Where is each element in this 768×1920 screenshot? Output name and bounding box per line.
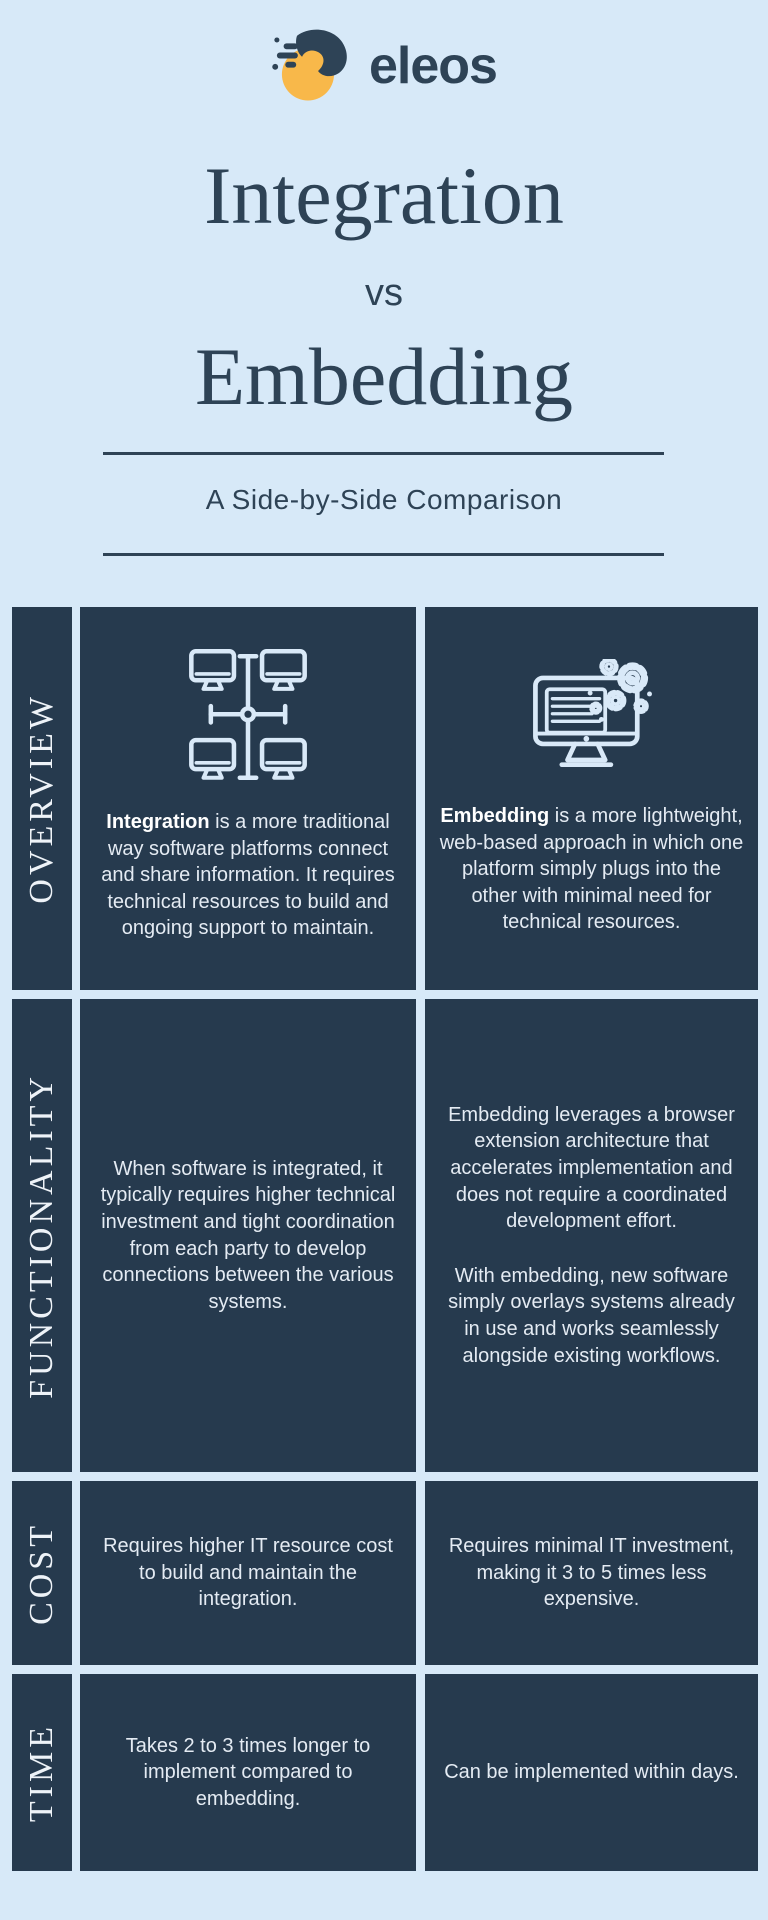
title-integration: Integration: [204, 150, 564, 241]
row-label-overview: OVERVIEW: [12, 607, 72, 990]
cost-integration-text: Requires higher IT resource cost to buil…: [103, 1535, 393, 1611]
time-integration-cell: Takes 2 to 3 times longer to implement c…: [80, 1674, 416, 1871]
row-label-text: TIME: [23, 1722, 60, 1823]
brand-logo: eleos: [0, 24, 768, 108]
table-row-time: TIME Takes 2 to 3 times longer to implem…: [12, 1674, 758, 1871]
functionality-integration-cell: When software is integrated, it typicall…: [80, 999, 416, 1472]
row-label-functionality: FUNCTIONALITY: [12, 999, 72, 1472]
functionality-integration-text: When software is integrated, it typicall…: [100, 1157, 396, 1313]
table-row-functionality: FUNCTIONALITY When software is integrate…: [12, 999, 758, 1472]
cost-embedding-text: Requires minimal IT investment, making i…: [448, 1535, 735, 1611]
time-embedding-text: Can be implemented within days.: [444, 1761, 739, 1784]
embedding-keyword: Embedding: [440, 805, 550, 827]
table-row-overview: OVERVIEW: [12, 607, 758, 990]
integration-keyword: Integration: [106, 811, 210, 833]
functionality-embedding-cell: Embedding leverages a browser extension …: [425, 999, 758, 1472]
comparison-table: OVERVIEW: [12, 607, 758, 1880]
title-vs: vs: [365, 272, 403, 314]
row-label-text: OVERVIEW: [23, 693, 60, 904]
brand-name: eleos: [369, 37, 498, 95]
divider-line-bottom: [103, 553, 664, 556]
row-label-text: COST: [23, 1521, 60, 1625]
monitor-gears-icon: [532, 659, 652, 768]
subtitle: A Side-by-Side Comparison: [205, 484, 563, 515]
network-icon: [189, 649, 307, 781]
overview-embedding-cell: Embedding is a more lightweight, web-bas…: [425, 607, 758, 990]
functionality-embedding-paragraph-1: Embedding leverages a browser extension …: [448, 1103, 735, 1233]
overview-integration-text: Integration is a more traditional way so…: [101, 811, 395, 940]
divider-line-top: [103, 452, 664, 455]
row-label-time: TIME: [12, 1674, 72, 1871]
time-integration-text: Takes 2 to 3 times longer to implement c…: [125, 1734, 371, 1810]
overview-embedding-text: Embedding is a more lightweight, web-bas…: [439, 805, 744, 934]
eleos-logo-icon: [272, 29, 347, 101]
functionality-embedding-paragraph-2: With embedding, new software simply over…: [448, 1264, 735, 1367]
overview-integration-cell: Integration is a more traditional way so…: [80, 607, 416, 990]
cost-embedding-cell: Requires minimal IT investment, making i…: [425, 1481, 758, 1665]
row-label-cost: COST: [12, 1481, 72, 1665]
row-label-text: FUNCTIONALITY: [23, 1072, 60, 1399]
title-embedding: Embedding: [194, 331, 574, 422]
table-row-cost: COST Requires higher IT resource cost to…: [12, 1481, 758, 1665]
time-embedding-cell: Can be implemented within days.: [425, 1674, 758, 1871]
cost-integration-cell: Requires higher IT resource cost to buil…: [80, 1481, 416, 1665]
